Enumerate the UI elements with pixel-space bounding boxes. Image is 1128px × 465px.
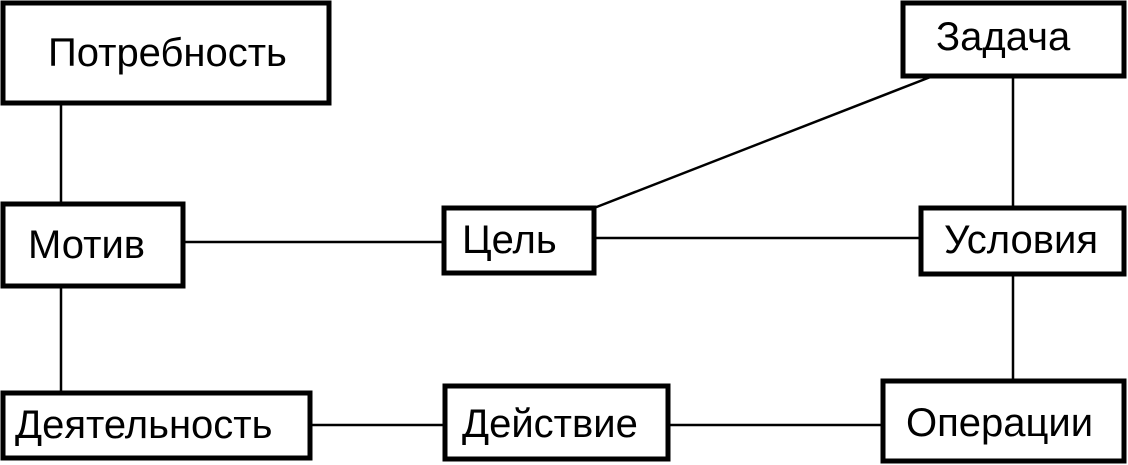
node-need: Потребность (0, 0, 332, 106)
node-operations: Операции (880, 378, 1127, 464)
node-task: Задача (900, 0, 1127, 79)
node-goal-label: Цель (462, 218, 557, 262)
node-conditions-label: Условия (944, 218, 1098, 262)
node-action-label: Действие (462, 402, 638, 446)
node-activity-label: Деятельность (15, 403, 272, 447)
node-conditions: Условия (918, 205, 1127, 277)
node-activity: Деятельность (0, 390, 313, 461)
node-operations-label: Операции (906, 401, 1093, 445)
node-motive: Мотив (0, 201, 186, 289)
node-action: Действие (442, 383, 671, 462)
edge-goal-task (593, 74, 934, 210)
diagram-edges (59, 74, 1015, 427)
node-task-label: Задача (936, 15, 1071, 59)
node-need-label: Потребность (48, 31, 287, 75)
node-goal: Цель (441, 205, 597, 276)
node-motive-label: Мотив (28, 223, 145, 267)
